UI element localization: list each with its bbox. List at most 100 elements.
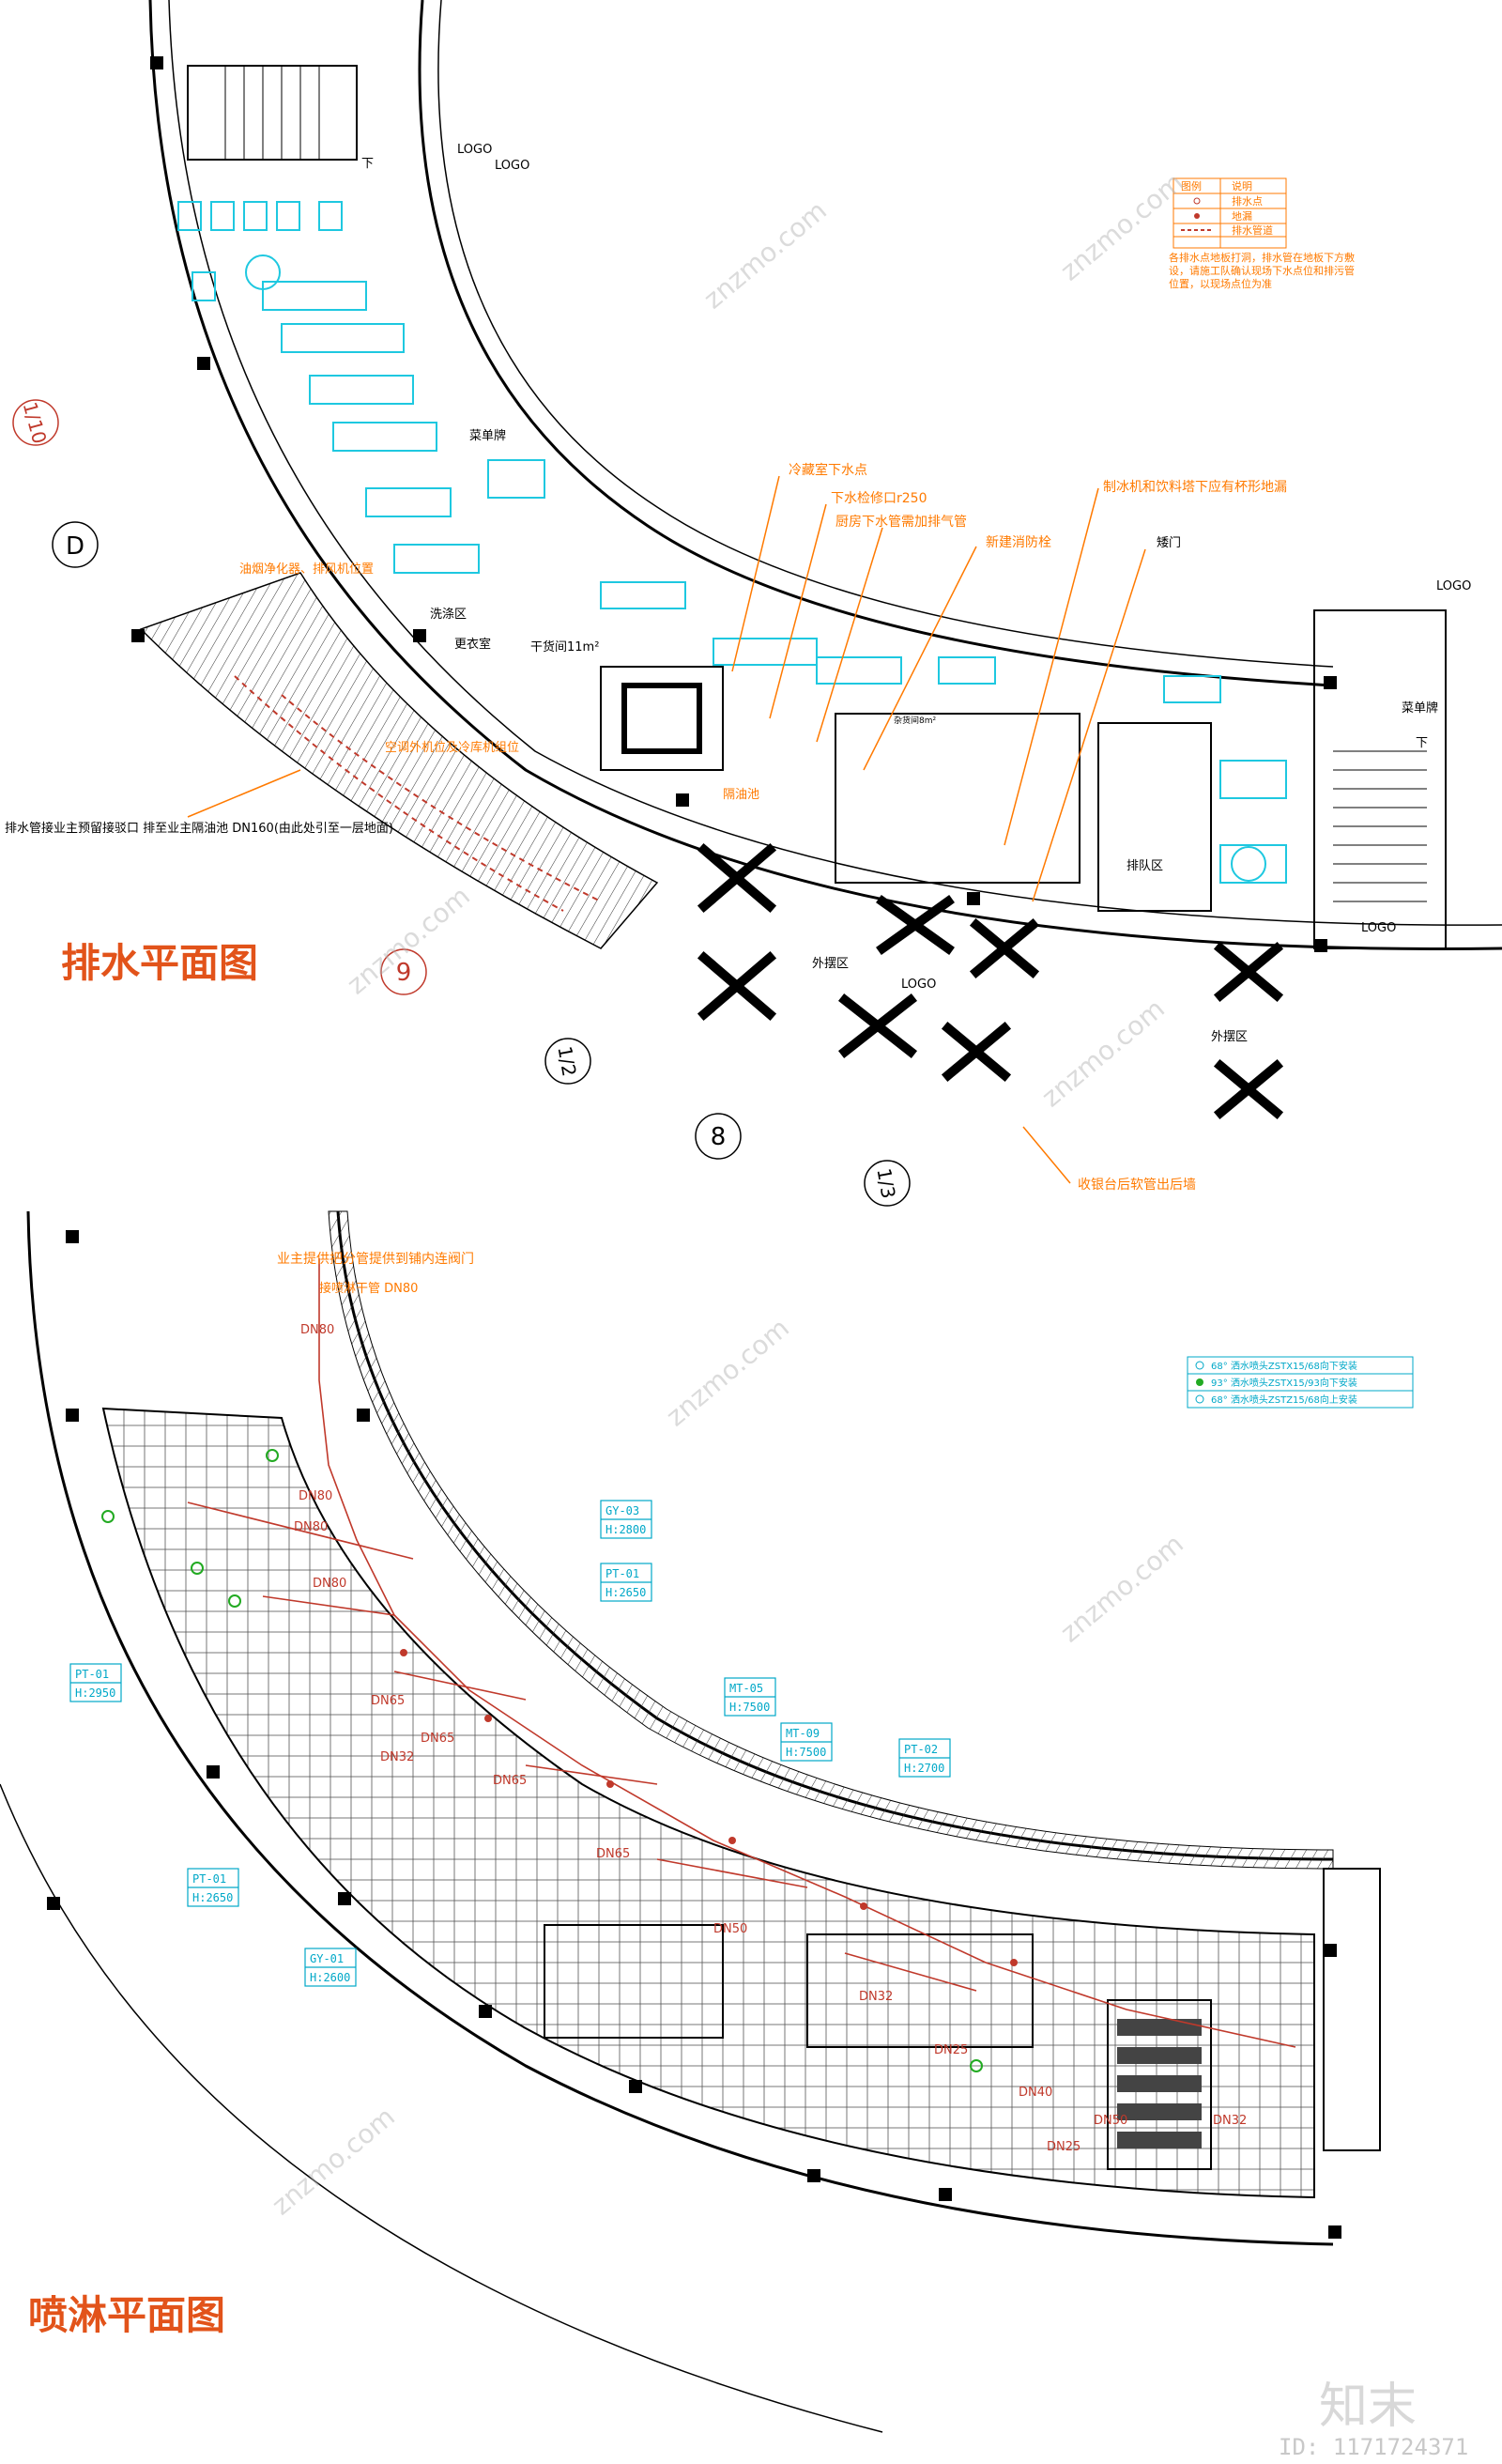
outdoor-area-label-1: 外摆区 bbox=[812, 957, 849, 971]
logo-label-5: LOGO bbox=[1361, 921, 1396, 935]
legend-note: 各排水点地板打洞，排水管在地板下方敷设，请施工队确认现场下水点位和排污管位置，以… bbox=[1169, 252, 1355, 290]
tag-height-8: H:2600 bbox=[310, 1971, 350, 1984]
drainage-legend: 图例 说明 排水点 地漏 排水管道 各排水点地板打洞，排水管在地板下方敷设，请施… bbox=[1169, 177, 1355, 290]
pipe-size-13: DN40 bbox=[1019, 2086, 1052, 2100]
tag-code-6: PT-02 bbox=[904, 1743, 938, 1756]
pipe-size-6: DN32 bbox=[380, 1750, 414, 1764]
sprinkler-columns bbox=[47, 1230, 1341, 2239]
dining-furniture bbox=[177, 201, 1287, 884]
axis-bubble-1-10: 1/10 bbox=[12, 399, 59, 446]
tag-height-5: H:7500 bbox=[786, 1746, 826, 1759]
tag-height-1: H:2800 bbox=[605, 1523, 646, 1536]
dry-storage-label: 干货间11m² bbox=[530, 639, 599, 654]
inner-wall-arc-2 bbox=[437, 0, 1334, 668]
sprinkler-outer-wall bbox=[26, 1210, 1334, 2246]
drainage-room-labels: LOGO LOGO 下 菜单牌 洗涤区 更衣室 干货间11m² 杂货间8m² 排… bbox=[361, 143, 1471, 1044]
sprinkler-legend-2: 93° 洒水喷头ZSTX15/93向下安装 bbox=[1211, 1377, 1357, 1389]
watermark-site-7: znzmo.com bbox=[266, 2101, 401, 2221]
wash-area-label: 洗涤区 bbox=[430, 608, 467, 622]
menu-board-label-1: 菜单牌 bbox=[469, 428, 506, 443]
axis-8-label: 8 bbox=[711, 1123, 727, 1151]
sprinkler-68-down-icon bbox=[1195, 1361, 1204, 1370]
note-fire-hydrant: 新建消防栓 bbox=[986, 535, 1051, 550]
drain-point-icon bbox=[1193, 197, 1201, 205]
stair-right bbox=[1313, 609, 1447, 949]
sprinkler-notes: 业主提供把分管提供到铺内连阀门 接喷淋干管 DN80 bbox=[277, 1252, 474, 1296]
pipe-size-14: DN25 bbox=[1047, 2140, 1081, 2154]
ceiling-tags bbox=[69, 1500, 951, 1987]
ceiling-tag-text: GY-03 H:2800 PT-01 H:2650 PT-01 H:2950 M… bbox=[75, 1504, 944, 1984]
menu-board-label-2: 菜单牌 bbox=[1402, 701, 1438, 716]
hatched-terrace bbox=[139, 572, 659, 949]
annotation-leaders bbox=[187, 475, 1146, 1184]
axis-bubble-1-2: 1/2 bbox=[544, 1038, 591, 1085]
note-oil-purifier: 油烟净化器、排风机位置 bbox=[239, 562, 374, 577]
pipe-size-7: DN65 bbox=[421, 1732, 454, 1746]
axis-bubble-8: 8 bbox=[695, 1113, 742, 1160]
grille-panels bbox=[1117, 2019, 1202, 2148]
watermark-site-1: znzmo.com bbox=[697, 194, 833, 315]
legend-row-2: 地漏 bbox=[1232, 210, 1252, 223]
drainage-plan: D 1/10 9 1/2 8 1/3 LOGO LOGO 下 菜单牌 洗涤区 bbox=[5, 0, 1502, 1207]
pipe-size-11: DN32 bbox=[859, 1990, 893, 2004]
pipe-size-5: DN65 bbox=[371, 1694, 405, 1708]
note-kitchen-vent: 厨房下水管需加排气管 bbox=[835, 515, 967, 530]
watermark-id: ID: 1171724371 bbox=[1279, 2434, 1468, 2460]
sprinkler-legend-3: 68° 洒水喷头ZSTZ15/68向上安装 bbox=[1211, 1394, 1357, 1406]
floor-drain-icon bbox=[1194, 213, 1200, 219]
locker-room-label: 更衣室 bbox=[454, 637, 491, 652]
tag-height-4: H:7500 bbox=[729, 1701, 770, 1714]
sprinkler-plan: DN80 DN80 DN80 DN80 DN65 DN32 DN65 DN65 … bbox=[0, 1210, 1414, 2433]
tag-code-4: MT-05 bbox=[729, 1682, 763, 1695]
pipe-size-10: DN50 bbox=[713, 1922, 747, 1936]
tag-height-6: H:2700 bbox=[904, 1762, 944, 1775]
axis-bubble-9: 9 bbox=[380, 948, 427, 995]
sprinkler-pipes bbox=[187, 1258, 1296, 2048]
note-owner-valve: 业主提供把分管提供到铺内连阀门 bbox=[277, 1252, 474, 1267]
tag-height-7: H:2650 bbox=[192, 1891, 233, 1904]
logo-label-4: LOGO bbox=[1436, 579, 1471, 593]
outdoor-tables bbox=[697, 842, 1284, 1120]
pipe-size-15: DN50 bbox=[1094, 2114, 1127, 2128]
queue-area-label: 排队区 bbox=[1126, 859, 1163, 873]
axis-bubble-d: D bbox=[52, 521, 99, 568]
tag-code-8: GY-01 bbox=[310, 1952, 344, 1965]
outdoor-area-label-2: 外摆区 bbox=[1211, 1030, 1248, 1044]
sprinkler-93-down-icon bbox=[1196, 1378, 1203, 1386]
watermark-site-6: znzmo.com bbox=[1054, 1528, 1189, 1648]
pipe-size-3: DN80 bbox=[294, 1520, 328, 1534]
inner-wall-arc bbox=[418, 0, 1334, 687]
down-label-1: 下 bbox=[361, 157, 374, 171]
note-grease-trap: 隔油池 bbox=[723, 788, 759, 802]
sprinkler-legend: 68° 洒水喷头ZSTX15/68向下安装 93° 洒水喷头ZSTX15/93向… bbox=[1187, 1356, 1414, 1409]
drainage-notes: 冷藏室下水点 下水检修口r250 厨房下水管需加排气管 新建消防栓 制冰机和饮料… bbox=[239, 462, 1287, 1193]
legend-header-symbol: 图例 bbox=[1181, 179, 1202, 192]
watermark-brand: 知末 bbox=[1319, 2379, 1417, 2435]
note-ice-machine: 制冰机和饮料塔下应有杯形地漏 bbox=[1103, 479, 1287, 495]
drainage-plan-title: 排水平面图 bbox=[61, 940, 258, 986]
tag-height-3: H:2950 bbox=[75, 1686, 115, 1700]
pipe-size-labels: DN80 DN80 DN80 DN80 DN65 DN32 DN65 DN65 … bbox=[294, 1323, 1247, 2154]
sprinkler-heads bbox=[101, 1449, 1018, 2072]
watermark-site-5: znzmo.com bbox=[660, 1312, 795, 1432]
tag-height-2: H:2650 bbox=[605, 1586, 646, 1599]
sprinkler-68-up-icon bbox=[1195, 1394, 1204, 1404]
axis-bubble-1-3: 1/3 bbox=[864, 1160, 911, 1207]
axis-1-2-label: 1/2 bbox=[553, 1044, 580, 1078]
tag-code-1: GY-03 bbox=[605, 1504, 639, 1517]
note-cashier-hose: 收银台后软管出后墙 bbox=[1078, 1178, 1196, 1193]
outer-wall-arc bbox=[148, 0, 1502, 950]
down-label-2: 下 bbox=[1416, 736, 1428, 750]
drain-routes bbox=[234, 675, 602, 912]
legend-header-desc: 说明 bbox=[1232, 179, 1252, 192]
logo-label-1: LOGO bbox=[457, 143, 492, 157]
pipe-size-9: DN65 bbox=[596, 1847, 630, 1861]
outer-wall-arc-2 bbox=[168, 0, 1502, 926]
axis-1-3-label: 1/3 bbox=[872, 1166, 899, 1200]
structural-columns bbox=[131, 56, 1337, 952]
pipe-size-16: DN32 bbox=[1213, 2114, 1247, 2128]
sprinkler-fixtures bbox=[544, 1868, 1381, 2170]
legend-row-1: 排水点 bbox=[1232, 194, 1263, 208]
note-ac-outdoor: 空调外机位及冷库机组位 bbox=[385, 740, 519, 755]
